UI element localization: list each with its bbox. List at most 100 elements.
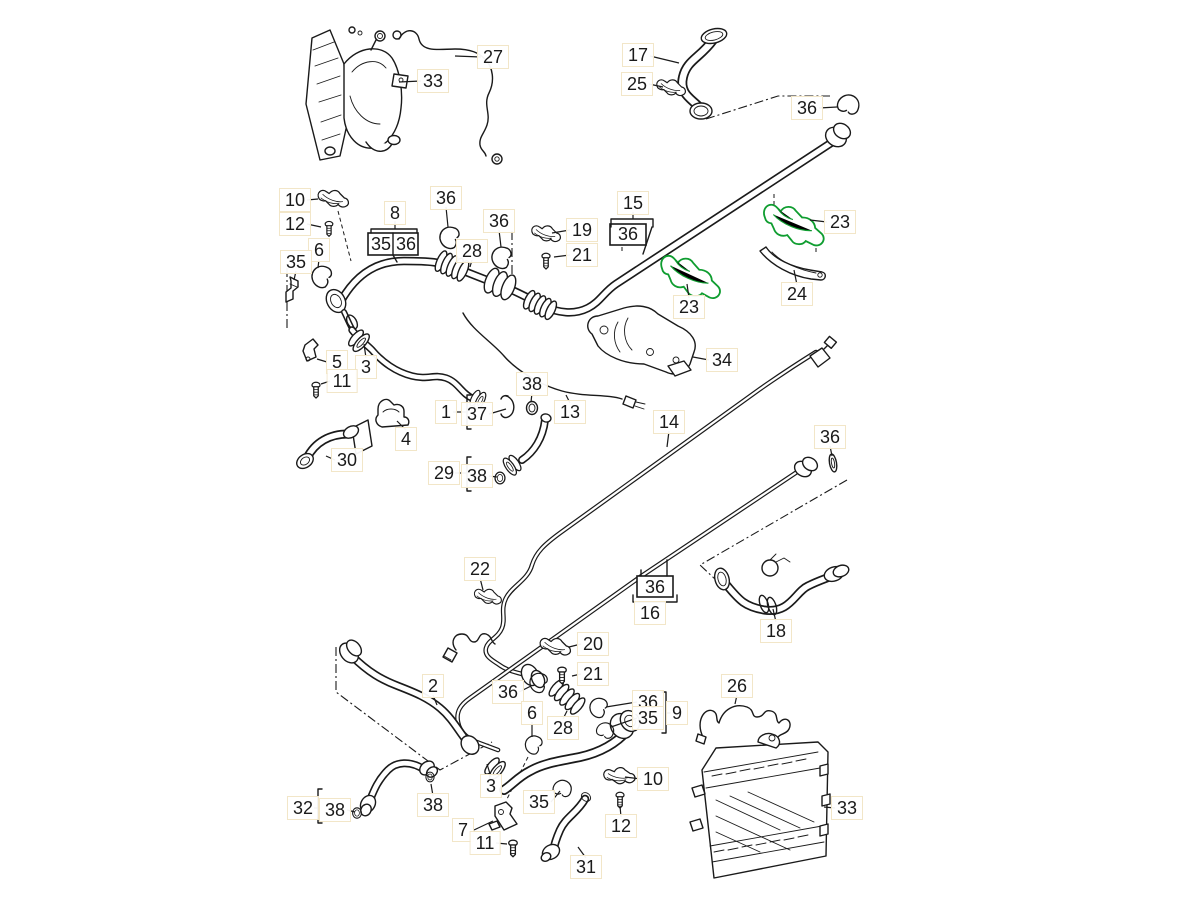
hose-1-assembly [344, 326, 539, 419]
part-label-14[interactable]: 14 [653, 411, 685, 433]
part-label-21-a[interactable]: 21 [566, 244, 598, 266]
part-label-31[interactable]: 31 [570, 856, 602, 878]
bolt-12-upper [324, 220, 334, 237]
part-label-10-b[interactable]: 10 [637, 768, 669, 790]
part-label-38-c[interactable]: 38 [319, 799, 351, 821]
leader-22 [479, 577, 484, 591]
part-label-35-b[interactable]: 35 [523, 791, 555, 813]
leader-34 [692, 356, 710, 361]
part-label-13[interactable]: 13 [554, 401, 586, 423]
part-label-12-b[interactable]: 12 [605, 815, 637, 837]
part-label-26[interactable]: 26 [721, 675, 753, 697]
clamp-23-left-highlighted[interactable] [656, 253, 725, 301]
part-label-36-r[interactable]: 36 [814, 426, 846, 448]
clamp-10-lower [602, 764, 637, 788]
part-label-36-box15[interactable]: 36 [617, 224, 639, 244]
part-label-18[interactable]: 18 [760, 620, 792, 642]
part-label-33-top[interactable]: 33 [417, 70, 449, 92]
bleeder-hose-27 [392, 30, 503, 165]
part-label-6-a[interactable]: 6 [308, 239, 330, 261]
part-label-36-c[interactable]: 36 [492, 681, 524, 703]
part-label-28-a[interactable]: 28 [456, 240, 488, 262]
coolant-pipe-14 [483, 335, 838, 689]
bracket-5 [302, 338, 319, 362]
part-label-16[interactable]: 16 [634, 602, 666, 624]
part-label-36-b[interactable]: 36 [483, 210, 515, 232]
part-label-4[interactable]: 4 [395, 428, 417, 450]
leader-3-a [363, 343, 367, 359]
clamp-20 [539, 637, 572, 656]
part-label-30[interactable]: 30 [331, 449, 363, 471]
clip-36-d [587, 696, 609, 720]
part-label-1[interactable]: 1 [435, 401, 457, 423]
clip-6-upper [309, 263, 334, 290]
leader-27 [454, 55, 482, 58]
hose-2 [338, 639, 480, 755]
hose-30 [296, 425, 360, 470]
clip-36-b [490, 245, 513, 270]
clamp-19 [531, 225, 561, 243]
part-label-12-a[interactable]: 12 [279, 213, 311, 235]
part-label-3-b[interactable]: 3 [480, 775, 502, 797]
part-label-24[interactable]: 24 [781, 283, 813, 305]
part-label-23-right[interactable]: 23 [824, 211, 856, 233]
part-label-32[interactable]: 32 [287, 797, 319, 819]
part-label-37[interactable]: 37 [461, 403, 493, 425]
bolt-11-lower [508, 839, 518, 858]
part-label-35-cell[interactable]: 35 [370, 234, 392, 254]
part-label-22[interactable]: 22 [464, 558, 496, 580]
radiator-assembly-bottom [689, 732, 831, 879]
part-label-38-d[interactable]: 38 [417, 794, 449, 816]
part-label-29[interactable]: 29 [428, 462, 460, 484]
leader-23-left [686, 283, 690, 299]
part-label-36-cell[interactable]: 36 [395, 234, 417, 254]
clamp-22 [473, 588, 502, 605]
part-label-27[interactable]: 27 [477, 46, 509, 68]
part-label-36-box16[interactable]: 36 [644, 577, 666, 597]
part-label-35-a[interactable]: 35 [280, 251, 312, 273]
bolt-21-upper [541, 252, 551, 270]
sensor-wire-22 [442, 633, 496, 663]
hose-32 [352, 759, 439, 819]
part-label-10-a[interactable]: 10 [279, 189, 311, 211]
part-label-15[interactable]: 15 [617, 192, 649, 214]
part-label-38-b[interactable]: 38 [461, 465, 493, 487]
leader-36-a [445, 206, 449, 228]
leader-5 [316, 358, 328, 363]
part-label-8[interactable]: 8 [384, 202, 406, 224]
part-label-33-bottom[interactable]: 33 [831, 797, 863, 819]
part-label-6-b[interactable]: 6 [521, 702, 543, 724]
part-label-9[interactable]: 9 [666, 702, 688, 724]
part-label-3-a[interactable]: 3 [355, 356, 377, 378]
clamp-23-right-highlighted[interactable] [760, 203, 828, 248]
clamp-10-upper [317, 189, 350, 208]
part-label-36-top[interactable]: 36 [791, 97, 823, 119]
part-label-21-b[interactable]: 21 [577, 663, 609, 685]
leader-18 [772, 608, 777, 623]
part-label-5[interactable]: 5 [326, 351, 348, 373]
bracket-34 [587, 305, 696, 377]
leader-36-d [605, 701, 638, 708]
hose-18 [713, 553, 850, 616]
leader-24 [793, 269, 798, 286]
part-label-28-b[interactable]: 28 [547, 717, 579, 739]
part-label-2[interactable]: 2 [422, 675, 444, 697]
part-label-34[interactable]: 34 [706, 349, 738, 371]
leader-35-c [610, 717, 638, 728]
part-label-20[interactable]: 20 [577, 633, 609, 655]
part-label-19[interactable]: 19 [566, 219, 598, 241]
part-label-11-a[interactable]: 11 [327, 370, 357, 392]
leader-23-right [809, 219, 828, 223]
part-label-25[interactable]: 25 [621, 73, 653, 95]
part-label-11-b[interactable]: 11 [470, 832, 500, 854]
retaining-clip-36-top [836, 93, 861, 116]
part-label-38-a[interactable]: 38 [516, 373, 548, 395]
part-label-17[interactable]: 17 [622, 44, 654, 66]
part-label-23-left[interactable]: 23 [673, 296, 705, 318]
clip-35-upper [285, 276, 299, 303]
part-label-7[interactable]: 7 [452, 819, 474, 841]
part-label-36-a[interactable]: 36 [430, 187, 462, 209]
part-label-35-c[interactable]: 35 [632, 707, 664, 729]
leader-3-b [486, 763, 492, 778]
